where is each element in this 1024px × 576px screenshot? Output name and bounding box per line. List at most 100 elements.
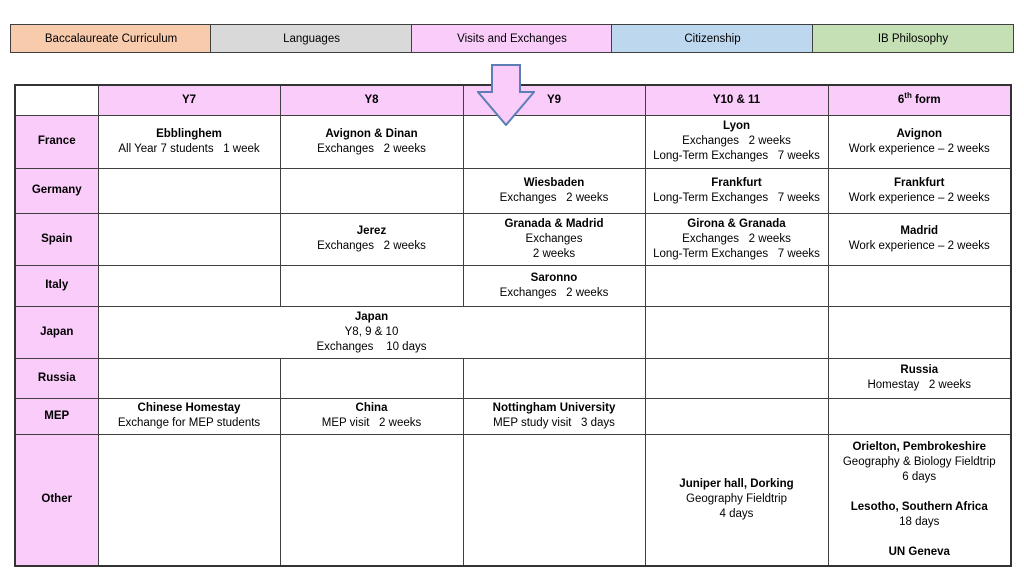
cell-title: Chinese Homestay xyxy=(137,402,241,414)
cell-detail: Geography Fieldtrip xyxy=(686,493,787,506)
cell-italy-y7 xyxy=(97,264,281,307)
cell-title: Granada & Madrid xyxy=(504,217,604,230)
cell-title: Avignon xyxy=(896,127,943,140)
cell-other-y8 xyxy=(279,433,464,567)
cell-italy-y10-11 xyxy=(644,264,829,307)
tab-languages[interactable]: Languages xyxy=(210,24,413,53)
cell-title: Girona & Granada xyxy=(687,217,786,230)
tab-ib-philosophy[interactable]: IB Philosophy xyxy=(811,24,1015,53)
superscript: th xyxy=(904,90,912,100)
row-label-spain: Spain xyxy=(14,212,99,266)
cell-title: Avignon & Dinan xyxy=(325,127,418,140)
tab-citizenship[interactable]: Citizenship xyxy=(611,24,814,53)
column-header-label: Y8 xyxy=(364,93,379,106)
cell-detail: Exchanges 2 weeks xyxy=(682,135,791,147)
cell-title: Lyon xyxy=(722,120,751,132)
column-header: Y10 & 11 xyxy=(644,84,829,116)
cell-mep-y10-11 xyxy=(644,397,829,435)
cell-russia-y8 xyxy=(279,357,464,399)
cell-detail: Long-Term Exchanges 7 weeks xyxy=(653,191,820,204)
cell-title: Jerez xyxy=(356,225,387,237)
cell-title: Juniper hall, Dorking xyxy=(679,478,794,491)
cell-detail: Exchanges xyxy=(525,232,583,245)
tab-label: Languages xyxy=(283,32,340,45)
tab-label: Baccalaureate Curriculum xyxy=(44,32,178,45)
cell-title: Madrid xyxy=(900,225,939,237)
cell-other-y9 xyxy=(462,433,646,567)
column-header-label: Y7 xyxy=(181,93,197,106)
cell-germany-y8 xyxy=(279,167,464,214)
cell-detail: Exchanges 2 weeks xyxy=(317,240,426,252)
cell-other-y7 xyxy=(97,433,281,567)
cell-title: Wiesbaden xyxy=(523,176,585,189)
cell-title: Frankfurt xyxy=(711,176,762,189)
cell-title: Orielton, Pembrokeshire xyxy=(852,440,987,453)
column-header-label: Y9 xyxy=(546,93,562,106)
cell-detail: Exchange for MEP students xyxy=(117,417,261,429)
row-label-other: Other xyxy=(14,433,99,567)
tab-visits-and-exchanges[interactable]: Visits and Exchanges xyxy=(410,24,614,53)
row-label-japan: Japan xyxy=(14,305,99,359)
cell-russia-y7 xyxy=(97,357,281,399)
cell-detail: Work experience – 2 weeks xyxy=(848,240,990,252)
row-label-germany: Germany xyxy=(14,167,99,214)
down-arrow-icon xyxy=(475,64,537,127)
row-label-france: France xyxy=(14,114,99,169)
column-header-label: 6 xyxy=(897,93,905,106)
column-header: Y7 xyxy=(97,84,281,116)
column-header: Y8 xyxy=(279,84,464,116)
cell-spacer xyxy=(831,485,1009,500)
cell-detail: Geography & Biology Fieldtrip xyxy=(842,455,996,468)
tab-label: IB Philosophy xyxy=(877,32,949,45)
cell-title: Frankfurt xyxy=(894,176,945,189)
cell-title: Saronno xyxy=(530,271,578,284)
cell-italy-y8 xyxy=(279,264,464,307)
cell-title: Russia xyxy=(900,364,939,376)
cell-detail: Long-Term Exchanges 7 weeks xyxy=(653,150,820,162)
tab-baccalaureate-curriculum[interactable]: Baccalaureate Curriculum xyxy=(10,24,213,53)
cell-japan-y10-11 xyxy=(644,305,829,359)
row-label-italy: Italy xyxy=(14,264,99,307)
row-label-mep: MEP xyxy=(14,397,99,435)
tab-bar: Baccalaureate Curriculum Languages Visits … xyxy=(10,24,1015,53)
corner-cell xyxy=(14,84,99,116)
cell-title: Lesotho, Southern Africa xyxy=(850,500,988,513)
row-label-russia: Russia xyxy=(14,357,99,399)
cell-spacer xyxy=(831,530,1009,545)
cell-detail: Exchanges 2 weeks xyxy=(499,191,609,204)
cell-detail: 6 days xyxy=(902,470,937,483)
cell-detail: Exchanges 2 weeks xyxy=(317,142,426,155)
cell-detail: Work experience – 2 weeks xyxy=(848,191,990,204)
cell-detail: Exchanges 2 weeks xyxy=(682,232,791,245)
cell-detail: MEP study visit 3 days xyxy=(493,417,615,429)
tab-label: Visits and Exchanges xyxy=(457,32,567,45)
cell-japan-6th-form xyxy=(827,305,1012,359)
cell-germany-y7 xyxy=(97,167,281,214)
cell-detail: 18 days xyxy=(899,515,940,528)
cell-spain-y7 xyxy=(97,212,281,266)
